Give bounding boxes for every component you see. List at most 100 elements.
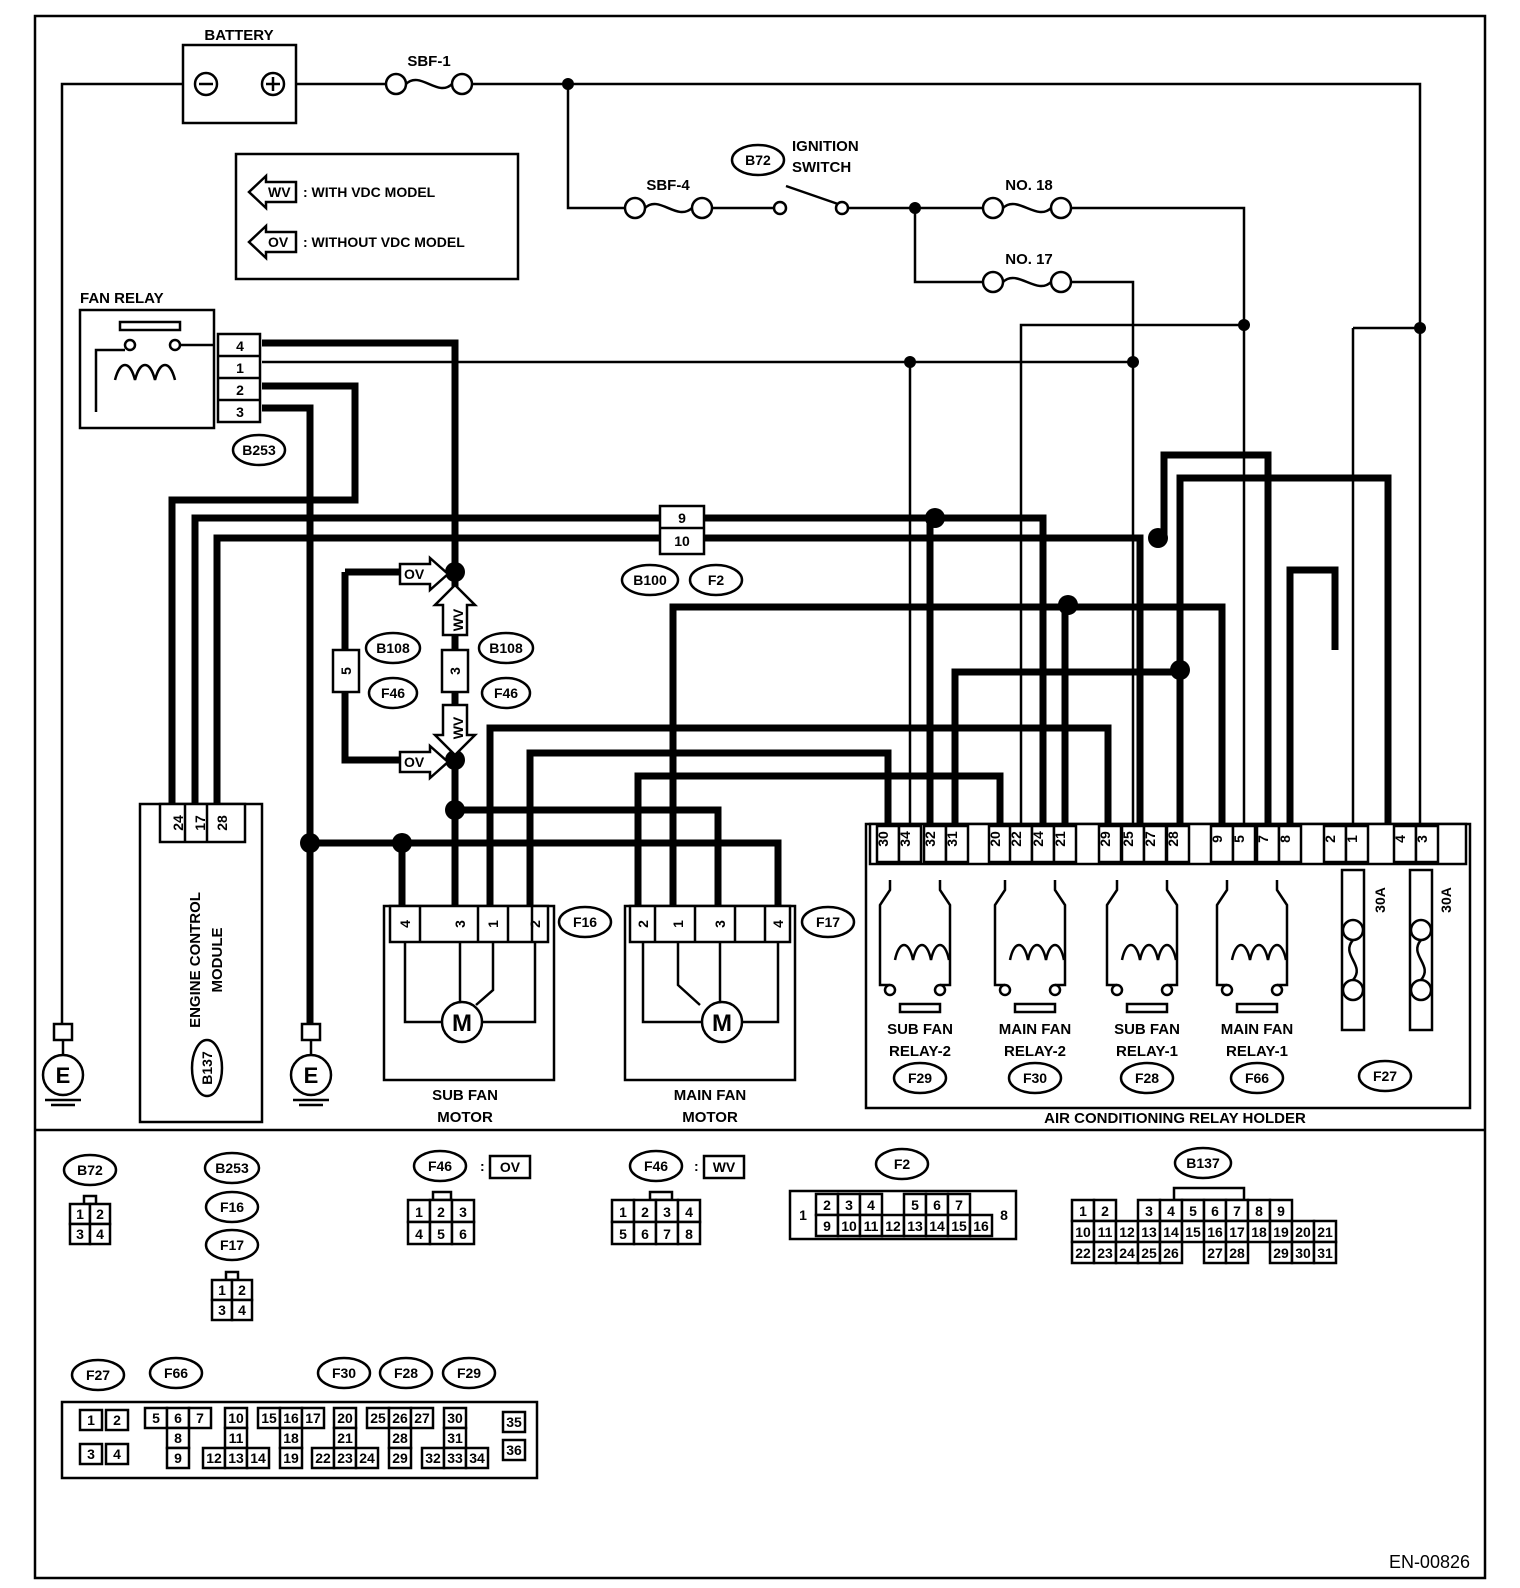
- pin-label: 34: [469, 1450, 485, 1466]
- svg-text:SBF-4: SBF-4: [646, 177, 690, 194]
- pin-label: 4: [867, 1197, 875, 1213]
- svg-text:2: 2: [635, 920, 651, 928]
- main-fan-motor: 2 1 3 4 M F17 MAIN FAN MOTOR: [623, 904, 856, 1126]
- battery: BATTERY: [181, 27, 298, 125]
- pin-label: 28: [392, 1430, 408, 1446]
- svg-text:OV: OV: [268, 234, 289, 250]
- pin-cell: [230, 1298, 254, 1322]
- pin-label: 29: [392, 1450, 408, 1466]
- pin-label: 2: [1101, 1203, 1109, 1219]
- power-wires: [60, 82, 1422, 1024]
- svg-text:B253: B253: [215, 1160, 249, 1176]
- coil-icon: [1008, 943, 1066, 961]
- pin-label: 26: [392, 1410, 408, 1426]
- holder-pin-label: 8: [1277, 835, 1293, 843]
- svg-text:10: 10: [674, 533, 690, 549]
- svg-text:F17: F17: [816, 914, 840, 930]
- svg-text:F27: F27: [1373, 1068, 1397, 1084]
- fuse-no18: NO. 18: [981, 177, 1073, 220]
- pin-label: 4: [1167, 1203, 1175, 1219]
- pin-label: 20: [1295, 1224, 1311, 1240]
- svg-text:8: 8: [1000, 1207, 1008, 1223]
- pin-label: 18: [283, 1430, 299, 1446]
- pin-cell: [409, 1406, 435, 1430]
- holder-pin-label: 22: [1008, 831, 1024, 847]
- pin-cell: [1312, 1240, 1338, 1265]
- svg-text:WV: WV: [450, 608, 466, 631]
- relay-name-line1: SUB FAN: [887, 1021, 953, 1038]
- holder-pin-label: 25: [1120, 831, 1136, 847]
- holder-pin-label: 21: [1052, 831, 1068, 847]
- svg-text:: WITH VDC MODEL: : WITH VDC MODEL: [303, 184, 436, 200]
- svg-text:2: 2: [527, 920, 543, 928]
- coil-icon: [1120, 943, 1178, 961]
- svg-text:FAN RELAY: FAN RELAY: [80, 290, 164, 307]
- holder-pin-label: 2: [1322, 835, 1338, 843]
- pin-label: 13: [1141, 1224, 1157, 1240]
- ov-arrow-icon: [247, 223, 298, 261]
- ov-arrow-icon: [398, 555, 450, 593]
- pin-label: 26: [1163, 1245, 1179, 1261]
- pin-label: 3: [218, 1302, 226, 1318]
- pin-label: 2: [437, 1204, 445, 1220]
- pin-label: 8: [685, 1226, 693, 1242]
- pin-label: 1: [218, 1282, 226, 1298]
- holder-pin-cell: [944, 824, 970, 864]
- svg-text:IGNITION: IGNITION: [792, 138, 859, 155]
- svg-text:NO. 18: NO. 18: [1005, 177, 1053, 194]
- wv-arrow-icon: [431, 583, 479, 637]
- svg-text:3: 3: [712, 920, 728, 928]
- pin-label: 7: [1233, 1203, 1241, 1219]
- pin-label: 31: [1317, 1245, 1333, 1261]
- svg-text:B137: B137: [1186, 1155, 1220, 1171]
- pin-label: 1: [1079, 1203, 1087, 1219]
- holder-pin-cell: [1255, 824, 1281, 864]
- battery-negative-icon: [193, 71, 219, 97]
- ground-1: E: [41, 1022, 85, 1107]
- pin-label: 24: [359, 1450, 375, 1466]
- svg-text:M: M: [712, 1010, 732, 1037]
- svg-text:4: 4: [236, 338, 244, 354]
- svg-text:F46: F46: [381, 685, 405, 701]
- svg-text:9: 9: [678, 510, 686, 526]
- pin-label: 4: [113, 1446, 121, 1462]
- pin-cell: [78, 1408, 104, 1432]
- holder-pin-cell: [1277, 824, 1303, 864]
- holder-pin-label: 24: [1030, 831, 1046, 847]
- svg-text:1: 1: [670, 920, 686, 928]
- pin-label: 9: [1277, 1203, 1285, 1219]
- svg-text:4: 4: [770, 920, 786, 928]
- holder-pin-label: 28: [1165, 831, 1181, 847]
- pin-cell: [165, 1446, 191, 1470]
- pin-label: 7: [955, 1197, 963, 1213]
- svg-text:F16: F16: [573, 914, 597, 930]
- svg-text:30A: 30A: [1372, 887, 1388, 913]
- ov-arrow-icon: [398, 743, 450, 781]
- svg-text:F28: F28: [394, 1365, 418, 1381]
- relay-name-line1: MAIN FAN: [1221, 1021, 1294, 1038]
- pin-label: 1: [87, 1412, 95, 1428]
- pin-label: 16: [1207, 1224, 1223, 1240]
- relay-code: F28: [1135, 1070, 1159, 1086]
- pin-label: 33: [447, 1450, 463, 1466]
- svg-text::: :: [480, 1158, 485, 1174]
- pin-cell: [1224, 1240, 1250, 1265]
- holder-pin-label: 32: [922, 831, 938, 847]
- svg-text:4: 4: [397, 920, 413, 928]
- pin-label: 3: [1145, 1203, 1153, 1219]
- pin-label: 17: [305, 1410, 321, 1426]
- fuse-30a-2: 30A: [1408, 868, 1454, 1032]
- svg-text:2: 2: [236, 382, 244, 398]
- relay-code: F66: [1245, 1070, 1269, 1086]
- pin-cell: [501, 1410, 527, 1434]
- pin-label: 6: [1211, 1203, 1219, 1219]
- pin-label: 8: [1255, 1203, 1263, 1219]
- holder-pin-cell: [1209, 824, 1235, 864]
- svg-text::: :: [694, 1158, 699, 1174]
- relay-name-line1: MAIN FAN: [999, 1021, 1072, 1038]
